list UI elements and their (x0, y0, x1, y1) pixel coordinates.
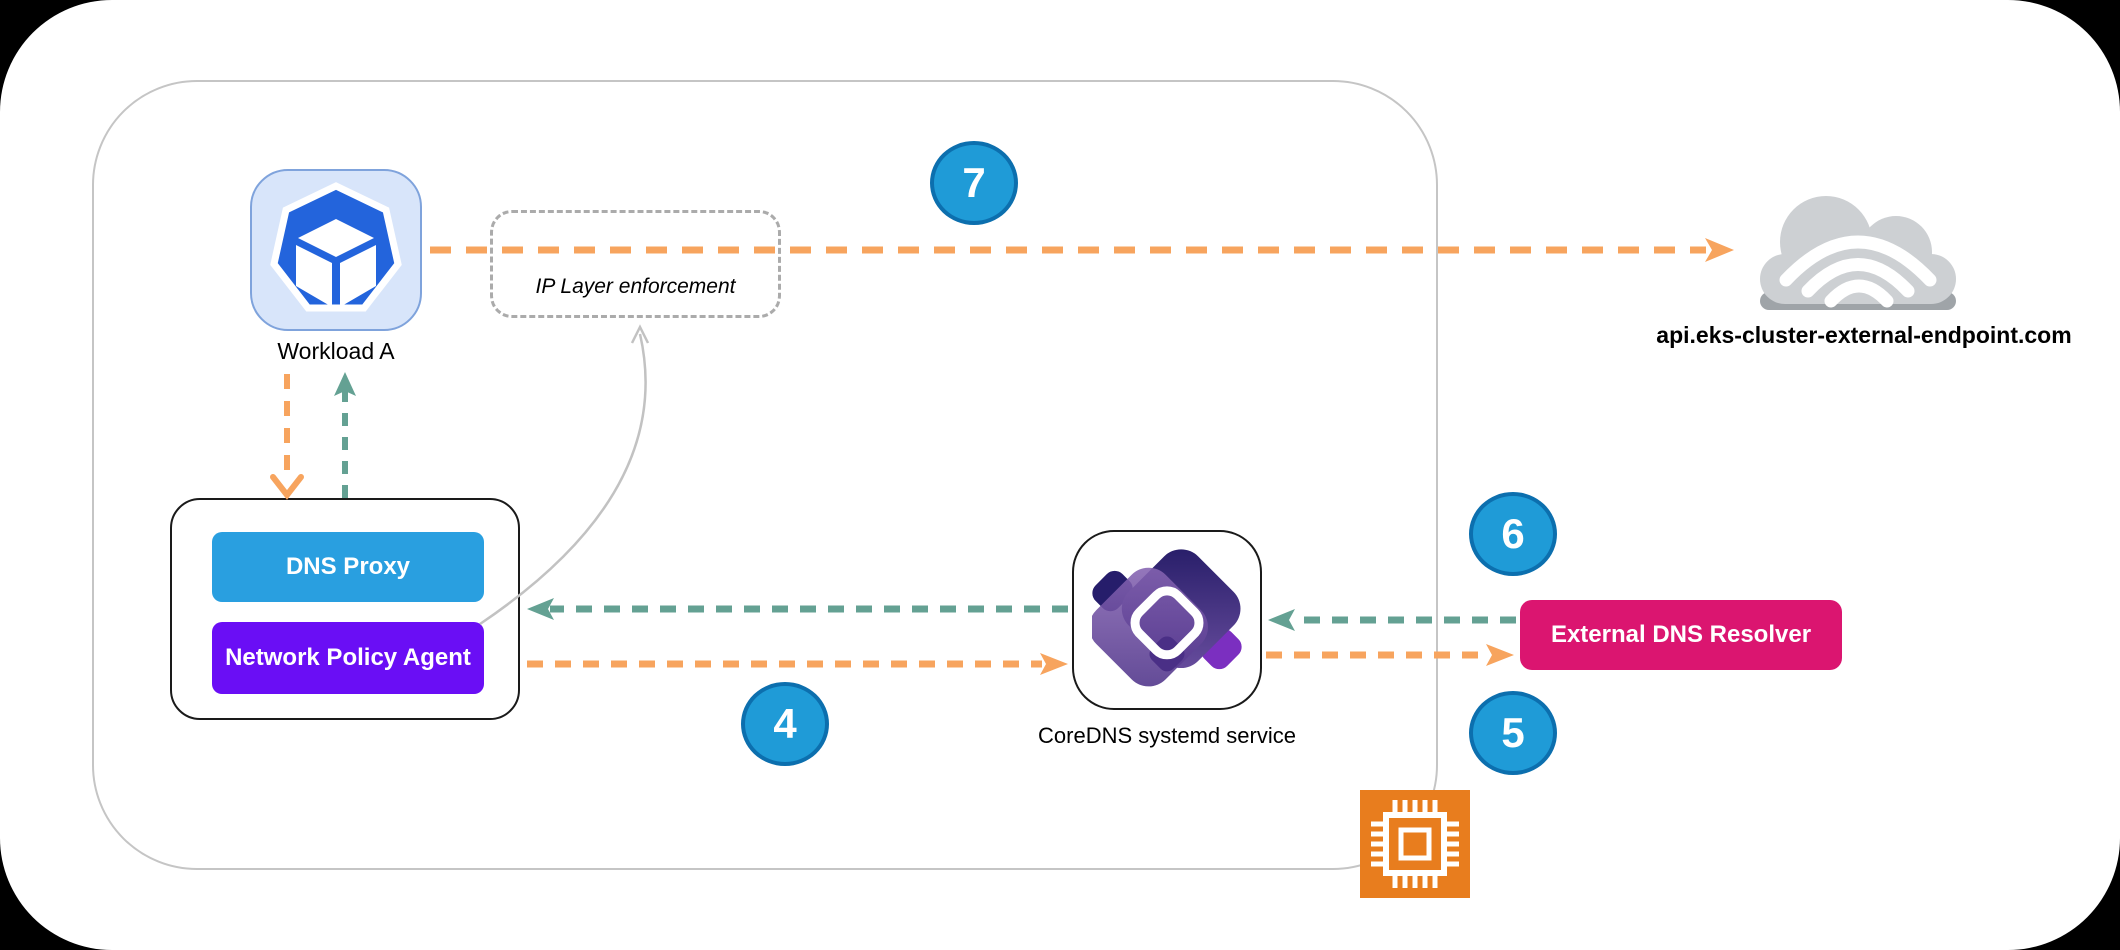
coredns-label: CoreDNS systemd service (1038, 723, 1296, 748)
ip-layer-enforcement-label: IP Layer enforcement (535, 275, 736, 298)
dns-proxy-box: DNS Proxy (212, 532, 484, 602)
instance-chip-node (1360, 790, 1470, 898)
coredns-link-icon (1092, 549, 1242, 687)
workload-a-label: Workload A (277, 338, 395, 364)
external-endpoint-label: api.eks-cluster-external-endpoint.com (1656, 322, 2072, 348)
ip-layer-enforcement-box: IP Layer enforcement (490, 210, 781, 318)
step-badge-7: 7 (930, 141, 1018, 225)
workload-a-node (250, 169, 422, 331)
coredns-node (1072, 530, 1262, 710)
step-badge-4: 4 (741, 682, 829, 766)
node-agent-container: DNS Proxy Network Policy Agent (170, 498, 520, 720)
external-dns-resolver-box: External DNS Resolver (1520, 600, 1842, 670)
step-badge-5: 5 (1469, 691, 1557, 775)
step-badge-6: 6 (1469, 492, 1557, 576)
cube-heptagon-icon (270, 182, 402, 312)
network-policy-agent-box: Network Policy Agent (212, 622, 484, 694)
external-endpoint-node (1748, 178, 1978, 328)
cloud-icon (1760, 196, 1956, 310)
cpu-chip-icon (1371, 800, 1459, 888)
